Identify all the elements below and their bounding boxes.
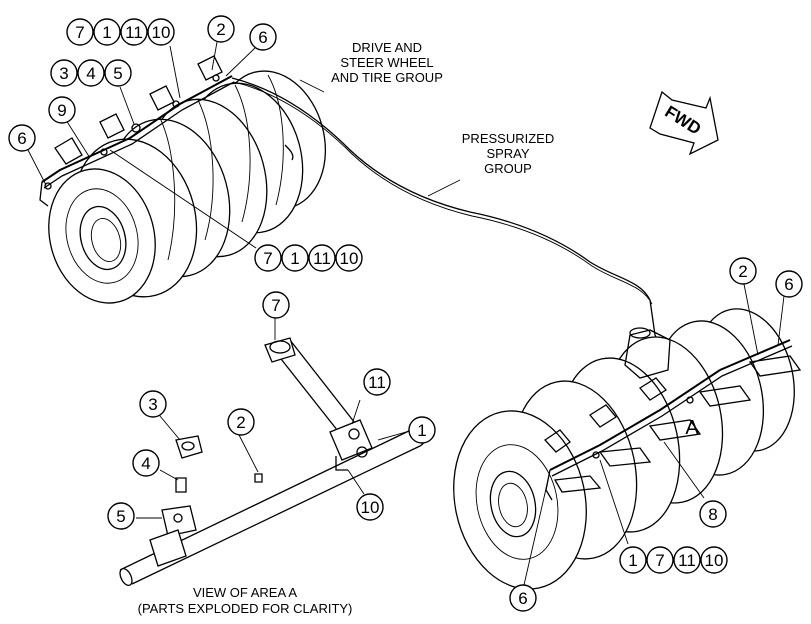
callout-right-row-2: 11 [673,546,701,574]
fwd-label: FWD [661,102,704,139]
callout-number: 1 [628,551,637,570]
callout-number: 6 [17,129,26,148]
callout-number: 2 [738,262,747,281]
view-label-line2: (PARTS EXPLODED FOR CLARITY) [138,601,353,616]
callout-top-row1-2: 11 [120,18,148,46]
right-tire-group [453,308,802,590]
callout-right-row-1: 7 [646,546,674,574]
callout-number: 2 [236,413,245,432]
callout-top-9: 9 [48,96,76,124]
callout-number: 8 [708,505,717,524]
callout-number: 11 [678,551,696,570]
callout-number: 3 [59,64,68,83]
area-a-marker: A [685,417,699,439]
drive-label-line2: STEER WHEEL [340,55,433,70]
spray-label-line1: PRESSURIZED [462,131,554,146]
callout-number: 10 [152,23,171,42]
callout-top-6a: 6 [249,23,277,51]
callout-right-8: 8 [699,500,727,528]
callout-top-row2-0: 3 [50,59,78,87]
callout-ex-5: 5 [107,502,135,530]
callout-ex-10: 10 [356,493,384,521]
callout-right-row-3: 10 [700,546,728,574]
callout-number: 5 [116,507,125,526]
group-labels: DRIVE AND STEER WHEEL AND TIRE GROUP PRE… [138,40,700,616]
callout-top-row2-2: 5 [104,59,132,87]
callout-top-row1-1: 1 [93,18,121,46]
drive-label-line3: AND TIRE GROUP [331,70,443,85]
callout-number: 7 [271,296,280,315]
callout-number: 6 [784,275,793,294]
callout-ex-4: 4 [132,449,160,477]
callout-number: 2 [216,20,225,39]
callout-ex-7: 7 [262,291,290,319]
callout-top-row3-0: 7 [254,244,282,272]
callout-number: 7 [655,551,664,570]
callout-number: 10 [361,498,380,517]
callout-number: 10 [340,249,359,268]
callout-number: 6 [258,28,267,47]
callout-number: 5 [113,64,122,83]
pressurized-spray-hose [231,77,661,346]
callout-ex-2: 2 [227,408,255,436]
callout-top-row1-3: 10 [147,18,175,46]
callout-right-row-0: 1 [619,546,647,574]
forward-arrow-icon: FWD [649,90,719,156]
callout-right-6b: 6 [509,584,537,612]
callout-number: 11 [125,23,143,42]
callout-number: 6 [518,589,527,608]
callout-ex-11: 11 [363,368,391,396]
drive-label-line1: DRIVE AND [352,40,422,55]
callout-number: 11 [368,373,386,392]
callout-top-row3-1: 1 [281,244,309,272]
callout-number: 4 [141,454,150,473]
callout-number: 7 [75,23,84,42]
callout-number: 10 [705,551,724,570]
callout-right-6a: 6 [775,270,803,298]
drive-steer-tire-group [39,55,327,304]
exploded-view-area-a [119,337,426,587]
callout-number: 1 [417,421,426,440]
callout-number: 3 [148,395,157,414]
callout-number: 7 [263,249,272,268]
callout-number: 1 [102,23,111,42]
callout-top-2: 2 [207,15,235,43]
spray-label-line3: GROUP [484,161,532,176]
callout-top-row1-0: 7 [66,18,94,46]
callout-top-row3-2: 11 [308,244,336,272]
callout-number: 1 [290,249,299,268]
callout-number: 4 [86,64,95,83]
spray-label-line2: SPRAY [486,146,529,161]
view-label-line1: VIEW OF AREA A [193,585,297,600]
leader-lines [27,41,785,586]
callout-ex-1: 1 [408,416,436,444]
callout-top-row3-3: 10 [335,244,363,272]
callout-number: 9 [57,101,66,120]
callout-top-row2-1: 4 [77,59,105,87]
callout-ex-3: 3 [139,390,167,418]
callout-top-6b: 6 [8,124,36,152]
callout-number: 11 [313,249,331,268]
callout-right-2: 2 [729,257,757,285]
